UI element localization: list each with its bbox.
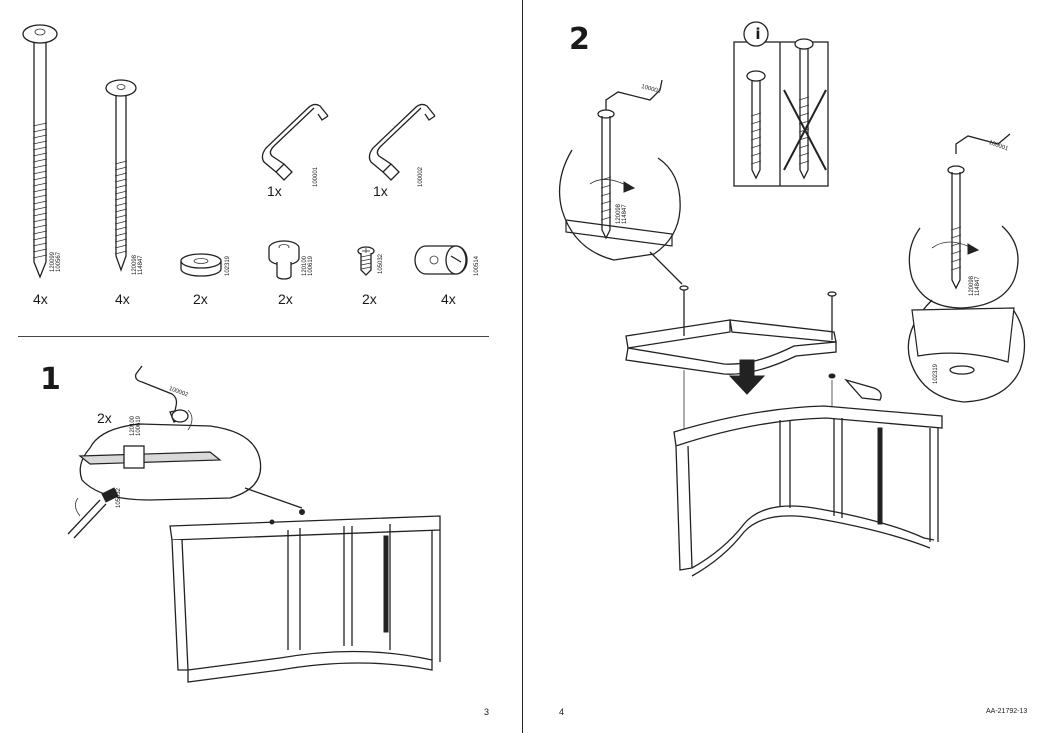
step2-left-detail [558,79,683,285]
part-qty: 4x [33,291,48,307]
right-page: 2 i 100001 [524,0,1045,733]
info-box [733,21,829,187]
part-qty: 4x [441,291,456,307]
allen-key-illustration [261,103,329,181]
part-qty: 2x [193,291,208,307]
document-id: AA-21792-13 [986,708,1028,715]
key-qty: 1x [267,183,282,199]
part-code: 100514 [474,255,480,276]
barrel-fitting-illustration [268,240,300,280]
washer-illustration [180,253,222,277]
part-qty: 2x [362,291,377,307]
step2-bolt-code-left: 120098 114847 [616,203,628,224]
small-screw-illustration [357,246,375,276]
step1-fitting-code: 120100 100619 [130,415,142,436]
part-code: 105032 [378,253,384,274]
part-code: 120099 100567 [50,251,62,272]
key-code: 100001 [313,166,319,187]
page-number: 4 [559,707,565,717]
step1-illustration [67,365,441,683]
part-qty: 4x [115,291,130,307]
allen-key-illustration [368,103,436,181]
step1-screw-code: 105032 [116,487,122,508]
info-icon: i [755,25,761,43]
part-code: 120098 114847 [132,254,144,275]
step2-right-detail [907,133,1026,403]
medium-bolt-illustration [105,79,137,272]
left-page: 120099 100567 4x 120098 114847 4x 102319… [0,0,521,733]
step2-chair-illustration [625,285,943,577]
section-divider [18,336,489,337]
key-qty: 1x [373,183,388,199]
page-divider [522,0,523,733]
part-qty: 2x [278,291,293,307]
step-qty-label: 2x [97,410,112,426]
key-code: 100002 [418,166,424,187]
part-code: 120100 100619 [302,255,314,276]
cross-dowel-illustration [414,245,468,275]
part-code: 102319 [225,255,231,276]
long-bolt-illustration [22,24,58,279]
page-number: 3 [484,707,490,717]
step-number: 2 [569,22,590,57]
step-number: 1 [40,362,61,397]
